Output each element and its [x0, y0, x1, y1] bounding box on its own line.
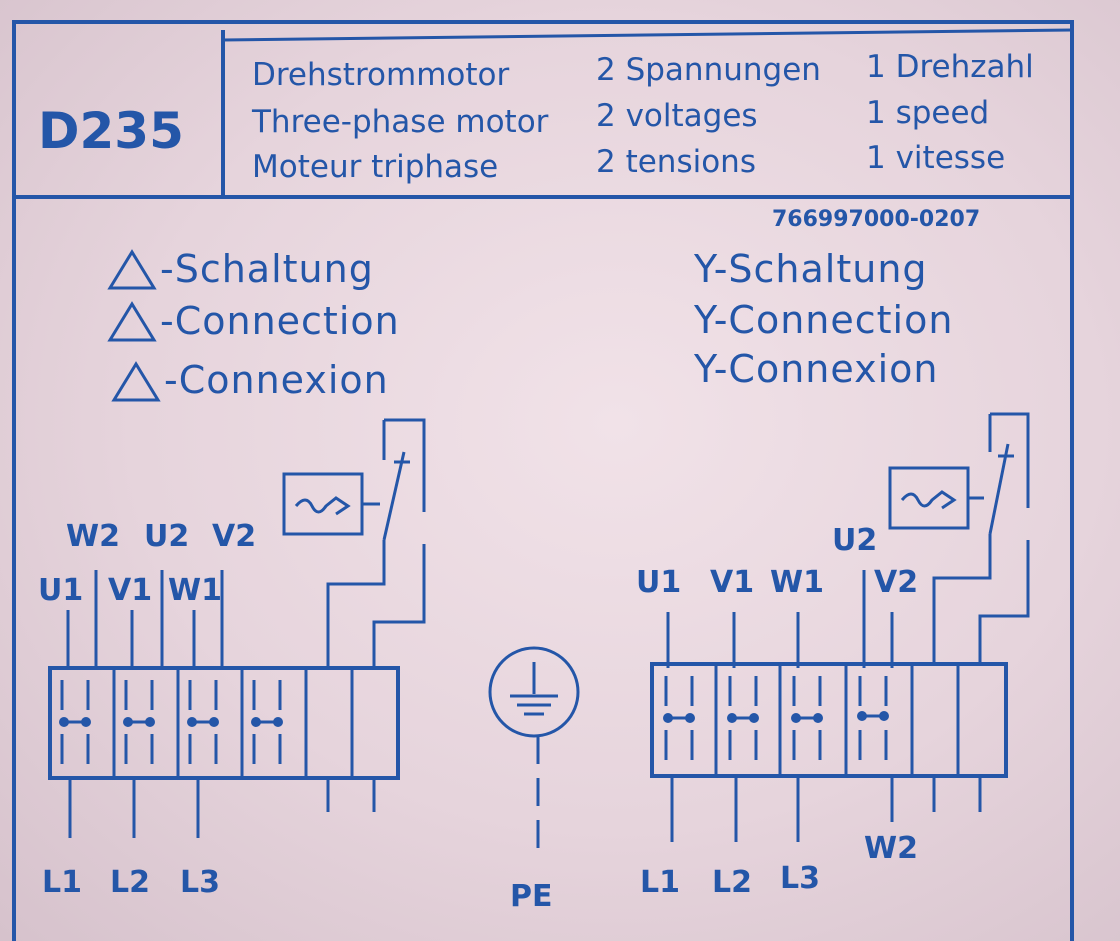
delta-label-u1: U1: [38, 573, 83, 608]
delta-label-u2: U2: [144, 519, 189, 554]
model-number: D235: [38, 102, 184, 160]
star-link-bridges: [663, 676, 889, 760]
earth-label: PE: [510, 879, 552, 914]
star-supply-l3: L3: [780, 861, 820, 896]
delta-terminal-block: [48, 666, 400, 780]
delta-line-en: -Connection: [160, 299, 400, 343]
star-thermal-switch: [888, 412, 1030, 664]
delta-diagram: W2 U2 V2 U1 V1 W1: [38, 418, 426, 900]
star-label-v1: V1: [710, 565, 754, 600]
delta-label-v1: V1: [108, 573, 152, 608]
earth-ground-icon: [488, 646, 580, 738]
delta-supply-l3: L3: [180, 865, 220, 900]
star-supply-l1: L1: [640, 865, 680, 900]
delta-line-fr: -Connexion: [164, 358, 389, 402]
delta-thermal-switch: [282, 418, 426, 668]
header-col1-fr: Moteur triphase: [252, 149, 498, 185]
header-col2-en: 2 voltages: [596, 98, 758, 134]
thermal-sensor-icon: [282, 472, 364, 536]
thermal-sensor-icon: [888, 466, 970, 530]
star-diagram: U1 V1 W1 U2 V2: [636, 412, 1030, 900]
star-line-fr: Y-Connexion: [693, 347, 938, 391]
star-label-u1: U1: [636, 565, 681, 600]
protective-earth: PE: [488, 646, 580, 914]
delta-supply-l1: L1: [42, 865, 82, 900]
star-line-en: Y-Connection: [693, 298, 953, 342]
star-terminal-block: [650, 662, 1008, 778]
delta-triangle-icon: [107, 249, 157, 290]
star-label-v2: V2: [874, 565, 918, 600]
star-label-u2: U2: [832, 523, 877, 558]
header-col1-en: Three-phase motor: [251, 104, 549, 140]
header-col3-de: 1 Drehzahl: [866, 49, 1034, 85]
plate-border: [12, 20, 1074, 941]
star-heading: Y-Schaltung Y-Connection Y-Connexion: [693, 247, 953, 391]
delta-label-w1: W1: [168, 573, 222, 608]
delta-link-bridges: [59, 680, 283, 764]
star-label-w2: W2: [864, 831, 918, 866]
part-number: 766997000-0207: [772, 207, 980, 232]
header-col3-fr: 1 vitesse: [866, 140, 1005, 176]
delta-supply-l2: L2: [110, 865, 150, 900]
delta-label-v2: V2: [212, 519, 256, 554]
header-col3-en: 1 speed: [866, 95, 989, 131]
delta-label-w2: W2: [66, 519, 120, 554]
header-top-line: [222, 28, 1073, 42]
delta-line-de: -Schaltung: [160, 247, 374, 291]
header-col1-de: Drehstrommotor: [252, 57, 509, 93]
delta-triangle-icon: [111, 361, 161, 402]
header-col2-de: 2 Spannungen: [596, 52, 821, 88]
delta-heading: -Schaltung -Connection -Connexion: [107, 247, 400, 402]
header-col2-fr: 2 tensions: [596, 144, 756, 180]
star-line-de: Y-Schaltung: [693, 247, 928, 291]
star-supply-l2: L2: [712, 865, 752, 900]
delta-triangle-icon: [107, 301, 157, 342]
star-label-w1: W1: [770, 565, 824, 600]
